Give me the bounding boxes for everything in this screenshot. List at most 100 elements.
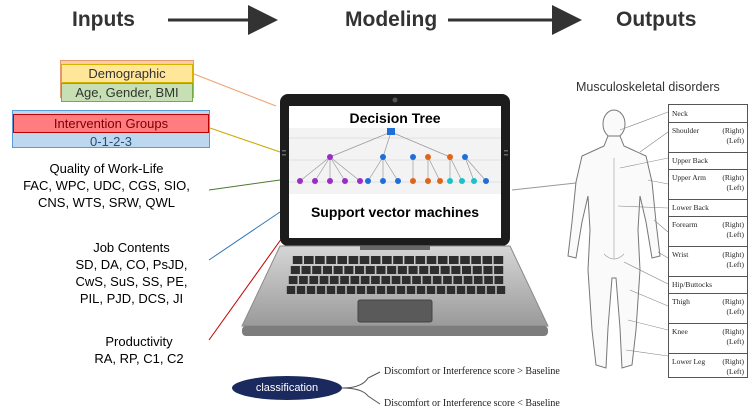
tree-nodes [297, 128, 489, 184]
msd-row-sides: (Right)(Left) [722, 126, 744, 146]
keyboard-key [494, 276, 504, 284]
keyboard-key [436, 286, 446, 294]
keyboard-key [472, 266, 482, 274]
connector-job-contents [208, 211, 281, 261]
keyboard-key [376, 286, 386, 294]
input-box-line: Productivity [105, 334, 173, 349]
keyboard-key [426, 286, 436, 294]
msd-row-name: Wrist [672, 250, 689, 259]
keyboard-key [415, 256, 426, 264]
keyboard-key [404, 256, 414, 264]
keyboard-key [416, 286, 426, 294]
msd-row-side: (Left) [726, 136, 745, 145]
keyboard-key [422, 276, 432, 284]
keyboard-key [356, 286, 366, 294]
input-box-line: Demographic [61, 64, 193, 83]
keyboard-key [316, 286, 326, 294]
outputs-heading: Outputs [616, 8, 697, 31]
keyboard-key [290, 266, 300, 274]
input-box-line: Job Contents [93, 240, 170, 255]
msd-row-side: (Left) [726, 307, 745, 316]
keyboard-key [312, 266, 322, 274]
msd-row-name: Forearm [672, 220, 698, 229]
keyboard-key [397, 266, 407, 274]
msd-row-side: (Right) [722, 297, 744, 306]
input-box-productivity: Productivity RA, RP, C1, C2 [68, 330, 210, 368]
keyboard-key [309, 276, 319, 284]
msd-row-side: (Right) [722, 327, 744, 336]
msd-row: Upper Arm (Right)(Left) [669, 169, 747, 200]
keyboard-key [340, 276, 349, 284]
msd-row: Hip/Buttocks [669, 276, 747, 294]
keyboard-key [355, 266, 365, 274]
keyboard-key [301, 266, 311, 274]
input-box-intervention: Intervention Groups 0-1-2-3 [12, 110, 210, 149]
input-box-line: CNS, WTS, SRW, QWL [38, 195, 175, 210]
keyboard-key [288, 276, 298, 284]
connector-demographic [193, 73, 277, 107]
keyboard-key [344, 266, 354, 274]
msd-row-side: (Left) [726, 183, 745, 192]
keyboard-key [429, 266, 439, 274]
msd-row: Forearm (Right)(Left) [669, 216, 747, 247]
keyboard-key [496, 286, 506, 294]
input-box-line: PIL, PJD, DCS, JI [79, 291, 184, 306]
tree-root-node [387, 128, 395, 135]
msd-row: Lower Leg(Right)(Left) [669, 353, 747, 379]
keyboard-key [466, 286, 476, 294]
input-box-line: 0-1-2-3 [90, 134, 132, 149]
input-box-line: Quality of Work-Life [49, 161, 164, 176]
keyboard-key [460, 256, 470, 264]
decision-tree-title: Decision Tree [349, 110, 441, 126]
msd-row-side: (Right) [722, 250, 744, 259]
keyboard-key [370, 256, 381, 264]
keyboard-key [471, 256, 481, 264]
input-box-quality-of-work-life: Quality of Work-Life FAC, WPC, UDC, CGS,… [4, 158, 209, 220]
keyboard-key [292, 256, 303, 264]
msd-row: Knee(Right)(Left) [669, 323, 747, 354]
msd-row-side: (Left) [726, 367, 745, 376]
input-box-demographic: Demographic Age, Gender, BMI [60, 60, 194, 102]
connector-intervention [209, 127, 281, 153]
msd-row-name: Upper Back [672, 156, 709, 165]
keyboard-key [306, 286, 316, 294]
keyboard-key [360, 276, 370, 284]
classification-label: classification [232, 376, 342, 400]
input-box-line: CwS, SuS, SS, PE, [75, 274, 188, 289]
laptop-camera [392, 97, 398, 103]
input-box-line: Age, Gender, BMI [61, 83, 193, 102]
msd-row-side: (Right) [722, 357, 744, 366]
msd-row-sides: (Right)(Left) [722, 220, 744, 240]
msd-row: Wrist (Right)(Left) [669, 246, 747, 277]
msd-row-sides: (Right)(Left) [722, 173, 744, 193]
keyboard-key [408, 266, 418, 274]
keyboard-key [451, 266, 461, 274]
keyboard-key [412, 276, 421, 284]
keyboard-key [462, 266, 472, 274]
keyboard-key [463, 276, 473, 284]
keyboard-key [432, 276, 442, 284]
keyboard-key [359, 256, 370, 264]
connector-quality [208, 179, 281, 191]
keyboard-key [486, 286, 496, 294]
laptop-keyboard [286, 256, 506, 294]
keyboard-key [396, 286, 406, 294]
keyboard-key [337, 256, 347, 264]
msd-row-sides: (Right)(Left) [722, 250, 744, 270]
keyboard-key [443, 276, 452, 284]
bracket-upper [341, 371, 381, 389]
keyboard-key [326, 286, 336, 294]
msd-row-name: Upper Arm [672, 173, 706, 182]
keyboard-key [419, 266, 429, 274]
keyboard-key [449, 256, 459, 264]
keyboard-key [350, 276, 360, 284]
keyboard-key [365, 266, 375, 274]
keyboard-key [446, 286, 456, 294]
keyboard-key [494, 266, 504, 274]
laptop-touchpad [357, 299, 433, 323]
msd-row-name: Lower Back [672, 203, 709, 212]
keyboard-key [371, 276, 380, 284]
msd-title: Musculoskeletal disorders [576, 80, 720, 94]
keyboard-key [440, 266, 450, 274]
msd-row: Upper Back [669, 152, 747, 170]
